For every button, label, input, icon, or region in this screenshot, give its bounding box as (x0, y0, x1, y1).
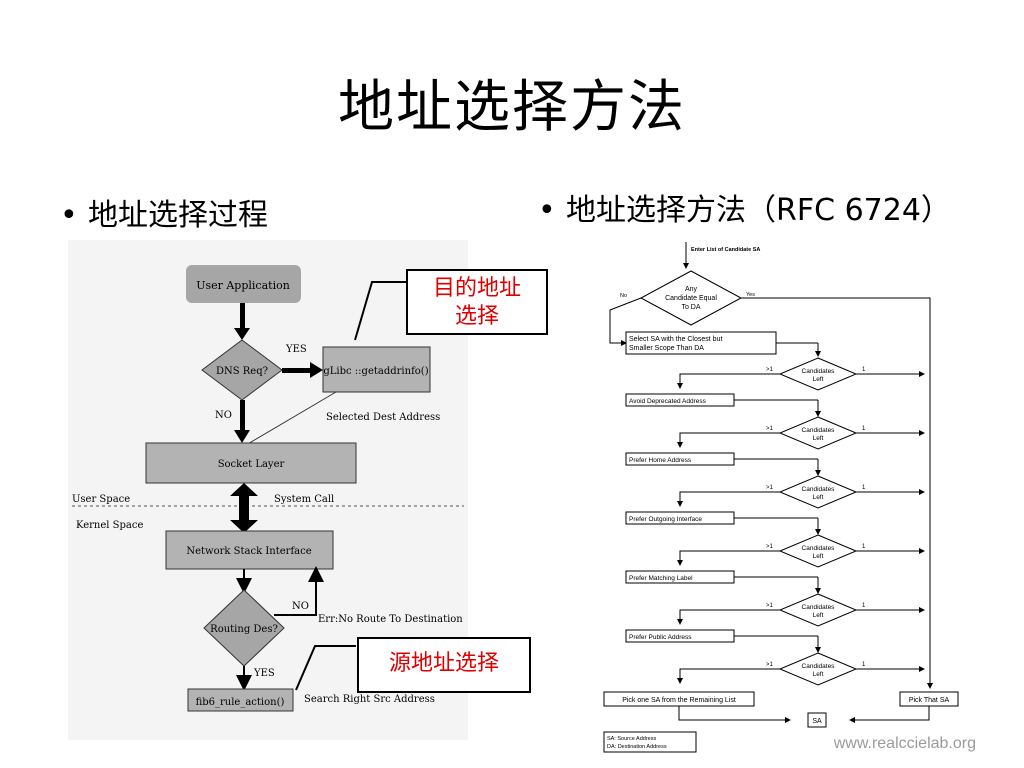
candidates-label: Candidates (802, 368, 836, 375)
err-no-route-label: Err:No Route To Destination (318, 614, 463, 625)
network-stack-label: Network Stack Interface (186, 546, 311, 557)
user-application-box (186, 265, 301, 303)
any-line1: Any (685, 286, 698, 293)
left-label: Left (813, 376, 824, 383)
no-branch-label: No (620, 293, 627, 299)
left-label: Left (813, 494, 824, 501)
no-route-label: NO (292, 601, 309, 612)
socket-layer-box (145, 442, 357, 484)
callout-dest-line2: 选择 (454, 304, 499, 329)
search-src-label: Search Right Src Address (304, 694, 435, 705)
gt1-label: >1 (766, 544, 774, 550)
one-label: 1 (862, 426, 866, 432)
callout-dest-selection: 目的地址 选择 (406, 269, 548, 335)
gt1-arrow (677, 491, 780, 507)
left-label: Left (813, 553, 824, 560)
network-stack-box (165, 530, 334, 570)
system-call-label: System Call (274, 494, 334, 505)
gt1-label: >1 (766, 662, 774, 668)
bullet-dot: • (538, 193, 556, 228)
bullet-dot: • (60, 198, 78, 233)
selected-dest-label: Selected Dest Address (326, 412, 440, 423)
yes-route-label: YES (253, 668, 275, 679)
rule-label: Prefer Outgoing Interface (629, 516, 702, 523)
watermark: www.realccielab.org (833, 735, 976, 752)
rule-label: Prefer Matching Label (629, 575, 693, 582)
callout-src-selection: 源地址选择 (357, 637, 531, 693)
candidates-left-diamond (778, 475, 858, 509)
user-space-label: User Space (72, 494, 130, 505)
legend-sa: SA: Source Address (607, 736, 656, 742)
gt1-arrow (677, 609, 780, 625)
candidates-label: Candidates (802, 604, 836, 611)
bullet-right-text: 地址选择方法（RFC 6724） (566, 193, 951, 228)
address-selection-process-diagram: User Application DNS Req? YES gLibc ::ge… (68, 240, 468, 740)
any-line3: To DA (681, 304, 700, 311)
select-sa-line1: Select SA with the Closest but (629, 336, 722, 343)
candidates-label: Candidates (802, 545, 836, 552)
left-label: Left (813, 612, 824, 619)
gt1-label: >1 (766, 603, 774, 609)
kernel-space-label: Kernel Space (76, 520, 143, 531)
candidates-left-diamond (778, 652, 858, 686)
socket-layer-label: Socket Layer (218, 459, 285, 470)
rule-label: Avoid Deprecated Address (629, 398, 707, 405)
legend-box (603, 731, 697, 753)
one-label: 1 (862, 544, 866, 550)
callout-dest-line1: 目的地址 (432, 276, 521, 301)
gt1-label: >1 (766, 485, 774, 491)
gt1-arrow (677, 432, 780, 448)
yes-label: YES (285, 344, 307, 355)
candidates-label: Candidates (802, 427, 836, 434)
gt1-label: >1 (766, 426, 774, 432)
gt1-arrow (677, 373, 780, 389)
candidates-left-diamond (778, 534, 858, 568)
gt1-label: >1 (766, 367, 774, 373)
bullet-left: • 地址选择过程 (60, 190, 268, 234)
glibc-label: gLibc ::getaddrinfo() (323, 366, 428, 377)
fib6-label: fib6_rule_action() (196, 697, 285, 708)
rule-label: Prefer Public Address (629, 634, 692, 641)
candidates-label: Candidates (802, 663, 836, 670)
left-label: Left (813, 435, 824, 442)
sa-label: SA (812, 718, 822, 725)
candidates-label: Candidates (802, 486, 836, 493)
gt1-arrow (677, 668, 780, 684)
gt1-arrow (677, 550, 780, 566)
pick-one-label: Pick one SA from the Remaining List (622, 697, 736, 704)
routing-des-label: Routing Des? (210, 624, 278, 635)
user-application-label: User Application (196, 279, 290, 292)
yes-branch-label: Yes (746, 292, 755, 298)
candidates-left-diamond (778, 357, 858, 391)
no-label: NO (215, 410, 232, 421)
rfc6724-method-diagram: Enter List of Candidate SA Any Candidate… (598, 240, 960, 756)
legend-da: DA: Destination Address (607, 744, 667, 750)
one-label: 1 (862, 603, 866, 609)
bullet-left-text: 地址选择过程 (88, 198, 268, 233)
one-label: 1 (862, 367, 866, 373)
glibc-box (322, 346, 431, 393)
sa-box (807, 712, 827, 728)
candidates-left-diamond (778, 416, 858, 450)
slide-title: 地址选择方法 (338, 75, 686, 140)
enter-list-label: Enter List of Candidate SA (691, 247, 760, 253)
callout-src-text: 源地址选择 (388, 651, 499, 676)
pick-that-label: Pick That SA (909, 697, 950, 704)
any-candidate-diamond (639, 270, 743, 326)
left-label: Left (813, 671, 824, 678)
rule-label: Prefer Home Address (629, 457, 692, 464)
one-label: 1 (862, 485, 866, 491)
bullet-right: • 地址选择方法（RFC 6724） (538, 185, 951, 229)
select-sa-line2: Smaller Scope Than DA (629, 345, 704, 352)
candidates-left-diamond (778, 593, 858, 627)
one-label: 1 (862, 662, 866, 668)
dns-req-label: DNS Req? (216, 366, 268, 377)
any-line2: Candidate Equal (665, 295, 717, 302)
fib6-box (187, 688, 294, 712)
